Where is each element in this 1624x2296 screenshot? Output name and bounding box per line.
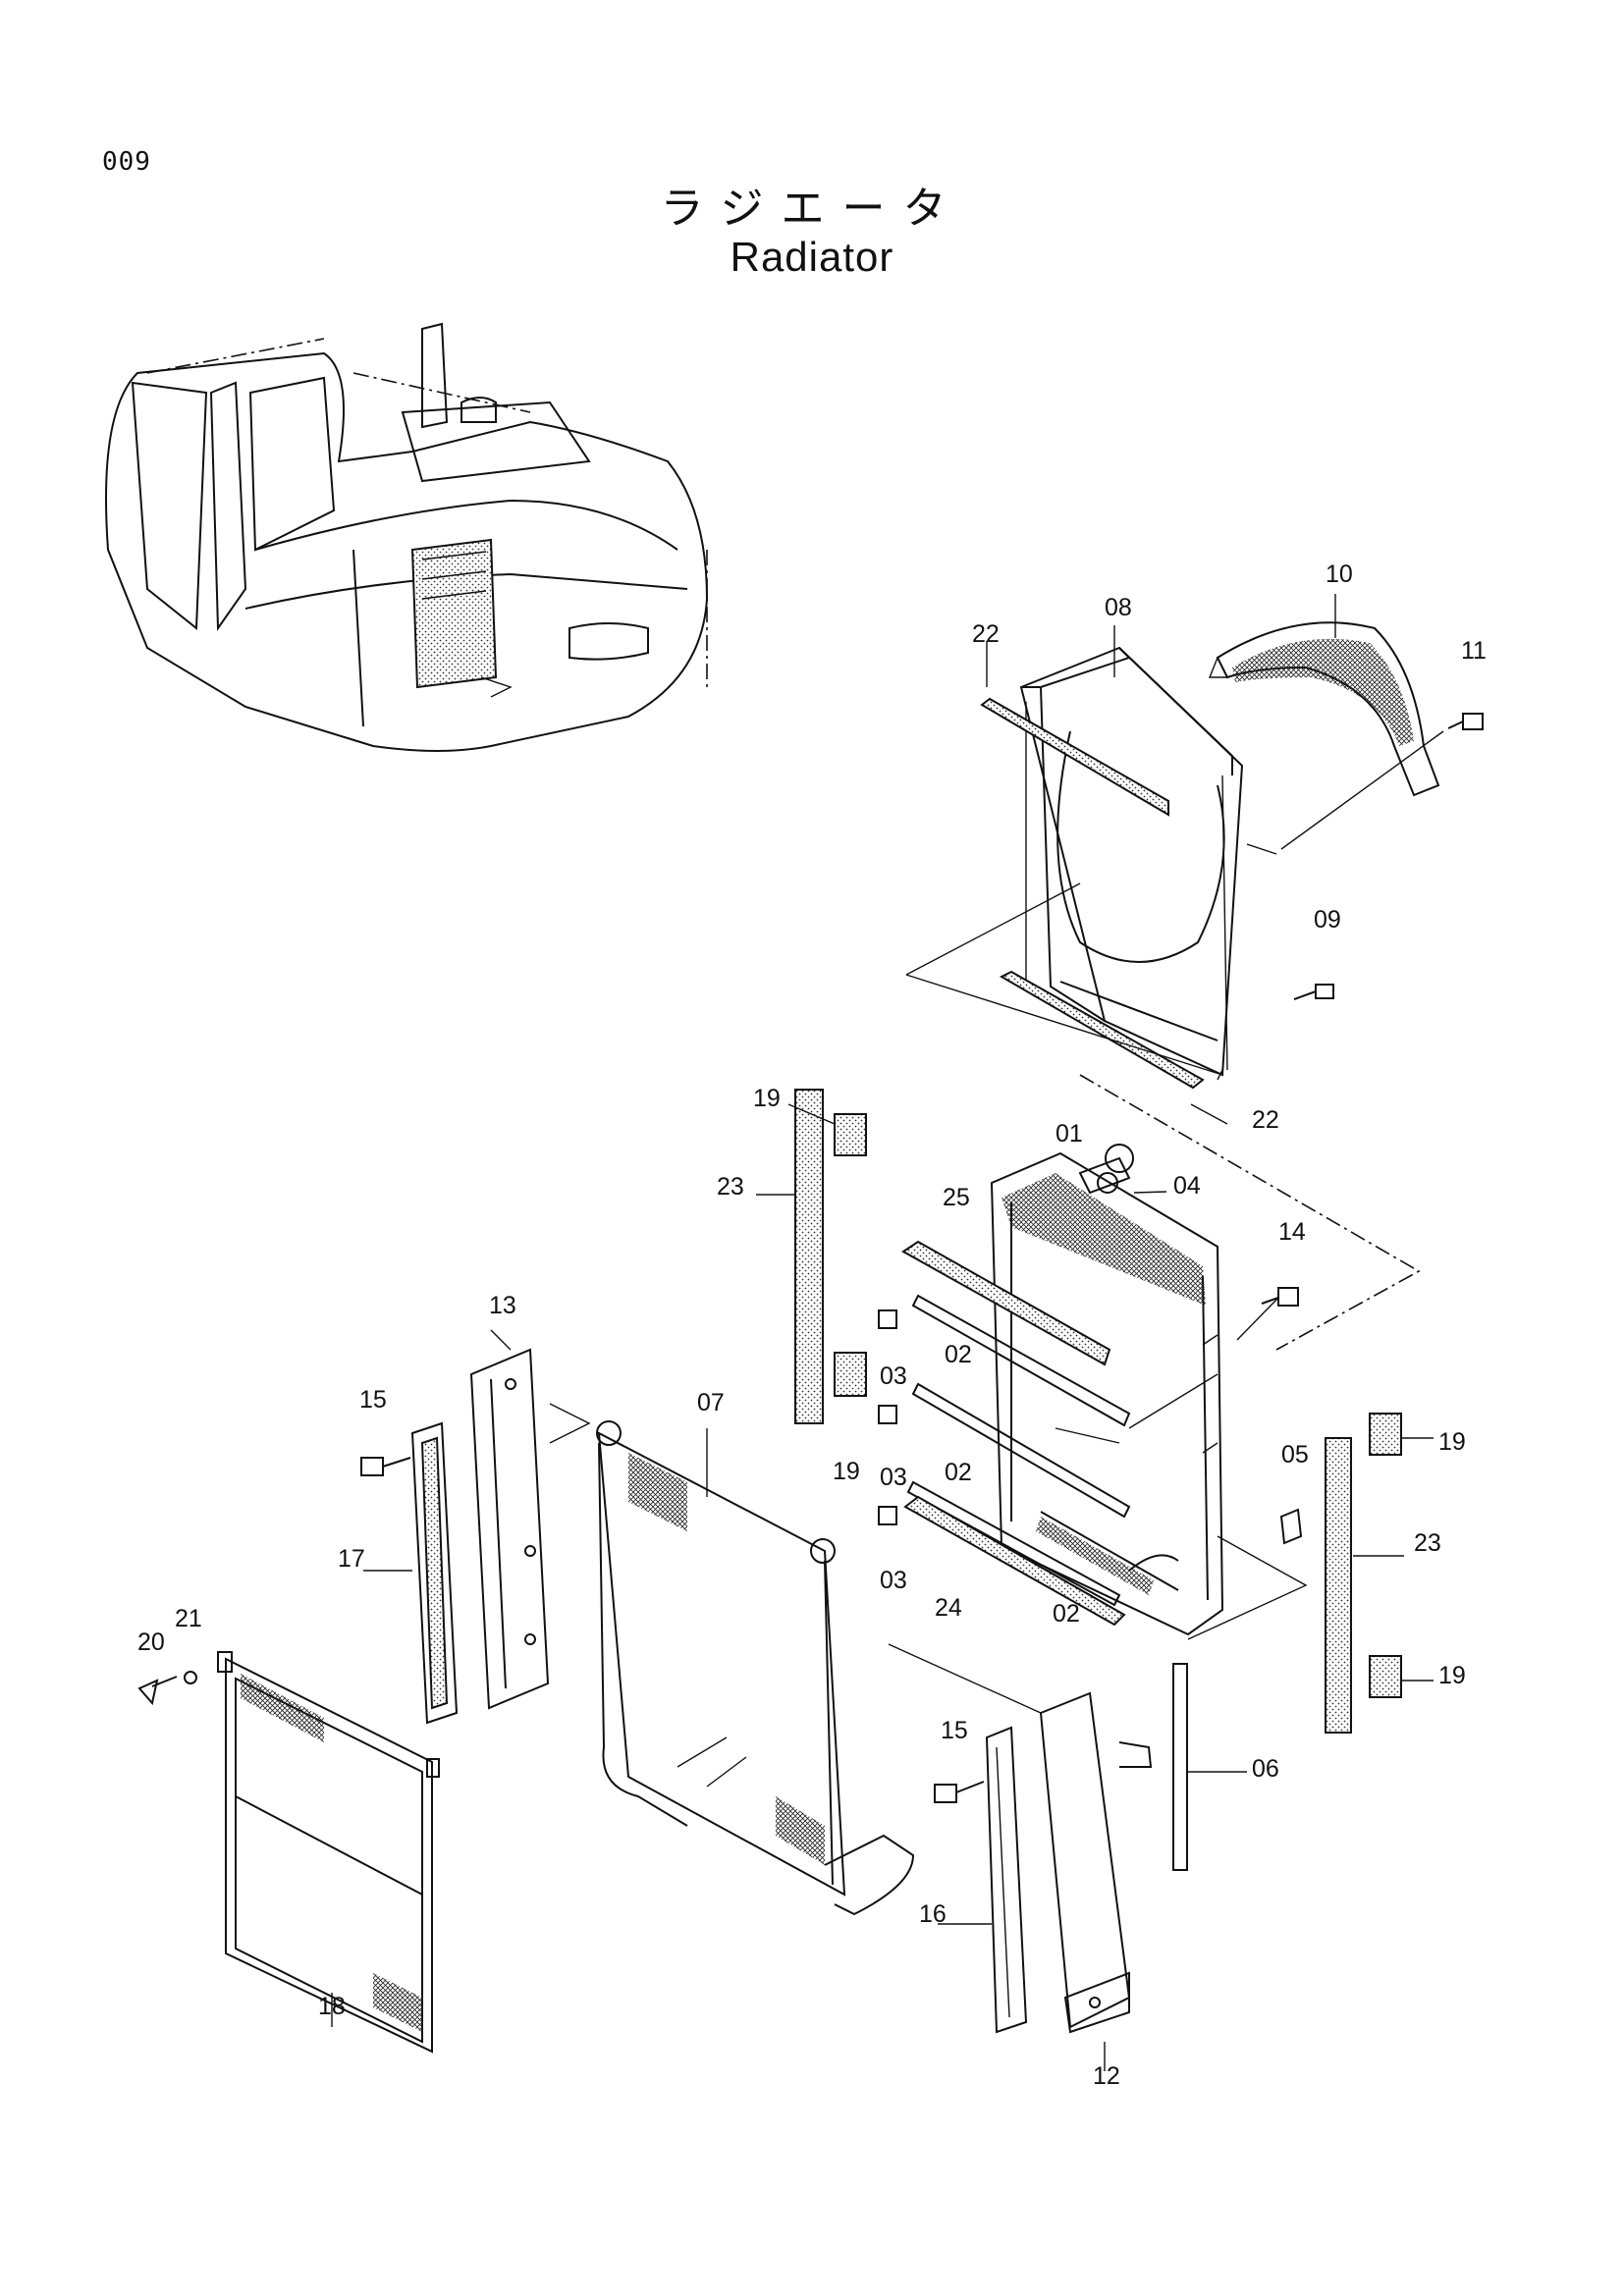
- bolts-03: [878, 1309, 897, 1525]
- callout-c18: 18: [318, 1993, 346, 2020]
- pads-19: [834, 1113, 1402, 1698]
- bolt-11: [1447, 713, 1484, 730]
- callout-c10: 10: [1326, 561, 1353, 588]
- fan-shroud: [980, 646, 1244, 1090]
- stay-bars: [901, 1240, 1131, 1627]
- callout-c16: 16: [919, 1900, 947, 1928]
- seal-plate-16: [985, 1726, 1028, 2034]
- callout-c01: 01: [1056, 1120, 1083, 1148]
- callout-c23a: 23: [717, 1173, 744, 1201]
- callout-c21: 21: [175, 1605, 202, 1632]
- callout-c02c: 02: [1053, 1600, 1080, 1628]
- callout-c15b: 15: [941, 1717, 968, 1744]
- oil-cooler: [596, 1420, 915, 1916]
- drain-cock-05: [1279, 1508, 1303, 1545]
- title-english: Radiator: [730, 234, 894, 280]
- callout-c04: 04: [1173, 1172, 1201, 1200]
- callout-c06: 06: [1252, 1755, 1279, 1783]
- callout-c12: 12: [1093, 2062, 1120, 2090]
- bolt-09: [1293, 984, 1334, 1000]
- callout-c17: 17: [338, 1545, 365, 1573]
- callout-c25: 25: [943, 1184, 970, 1211]
- callout-c02a: 02: [945, 1341, 972, 1368]
- callout-c23b: 23: [1414, 1529, 1441, 1557]
- callout-c03b: 03: [880, 1464, 907, 1491]
- callout-c02b: 02: [945, 1459, 972, 1486]
- callout-c24: 24: [935, 1594, 962, 1622]
- callout-labels: 01 02 02 02 03 03 03 04 05 06 07 08 09 10 11 12 13 14 15 15…: [137, 561, 1487, 2090]
- callout-c05: 05: [1281, 1441, 1309, 1468]
- callout-c13: 13: [489, 1292, 516, 1319]
- seal-23-left: [794, 1089, 824, 1424]
- callout-c11: 11: [1461, 637, 1487, 665]
- callout-c19b: 19: [833, 1458, 860, 1485]
- assembly-lines: [331, 594, 1444, 2071]
- side-plate-12: [1039, 1691, 1153, 2034]
- bolt-14: [1261, 1287, 1299, 1307]
- radiator-cap-04: [1097, 1172, 1118, 1194]
- bolts-15: [360, 1457, 985, 1803]
- hose-06: [1172, 1663, 1188, 1871]
- page-number: 009: [102, 147, 151, 177]
- callout-c14: 14: [1278, 1218, 1306, 1246]
- excavator-overview: [105, 322, 709, 752]
- seal-23-right: [1325, 1437, 1352, 1734]
- callout-c20: 20: [137, 1629, 165, 1656]
- washer-21: [184, 1671, 197, 1684]
- callout-c03a: 03: [880, 1362, 907, 1390]
- wing-bolt-20: [137, 1676, 178, 1706]
- callout-c19c: 19: [1438, 1428, 1466, 1456]
- title-japanese: ラジエータ: [660, 184, 964, 234]
- callout-c09: 09: [1314, 906, 1341, 934]
- fan-guard: [1208, 621, 1440, 797]
- callout-c03c: 03: [880, 1567, 907, 1594]
- callout-c15a: 15: [359, 1386, 387, 1414]
- callout-c22b: 22: [1252, 1106, 1279, 1134]
- callout-c22a: 22: [972, 620, 1000, 648]
- callout-c07: 07: [697, 1389, 725, 1416]
- callout-c19a: 19: [753, 1085, 781, 1112]
- callout-c08: 08: [1105, 594, 1132, 621]
- seal-plate-17: [410, 1421, 459, 1725]
- dust-screen-18: [217, 1651, 440, 2054]
- callout-c19d: 19: [1438, 1662, 1466, 1689]
- side-plate-13: [469, 1348, 550, 1710]
